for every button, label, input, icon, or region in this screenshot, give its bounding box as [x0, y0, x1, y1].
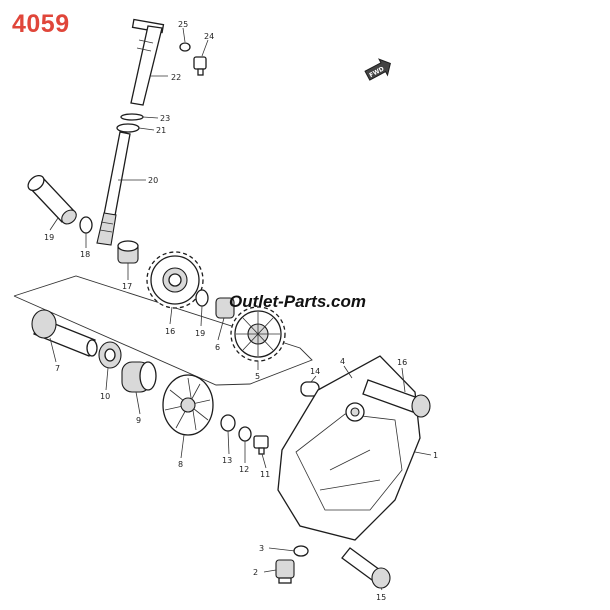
bolt-15: [341, 547, 391, 589]
circlip-24: [120, 113, 144, 121]
nut-6: [215, 297, 235, 319]
watermark-text: Outlet-Parts.com: [229, 292, 366, 311]
callout-3: 3: [259, 544, 264, 553]
callout-14: 14: [310, 367, 320, 376]
pump-shaft-lower: [96, 131, 131, 246]
callout-10: 10: [100, 392, 110, 401]
callout-8: 8: [178, 460, 183, 469]
callout-18: 17: [122, 282, 132, 291]
callout-15: 15: [376, 593, 386, 602]
callout-6: 6: [215, 343, 220, 352]
callout-26: 25: [178, 20, 188, 29]
washer-26: [179, 42, 191, 52]
callout-24: 23: [160, 114, 170, 123]
washer-13: [220, 414, 236, 432]
callout-11: 11: [260, 470, 270, 479]
callout-7: 7: [55, 364, 60, 373]
callout-12: 12: [239, 465, 249, 474]
bolt-16: [362, 379, 431, 418]
callout-23: 22: [171, 73, 181, 82]
forward-arrow-icon: FWD: [364, 58, 391, 81]
fwd-label: FWD: [368, 66, 385, 80]
assembly-guide-frame: [13, 275, 313, 386]
impeller-8: [162, 374, 214, 436]
bolt-11: [253, 435, 269, 455]
diagram-reference-number: 4059: [12, 10, 70, 38]
callout-21: 20: [148, 176, 158, 185]
bearing-10: [98, 341, 122, 369]
bushing-20: [27, 174, 77, 225]
gear-5: [230, 306, 286, 362]
callout-13: 13: [222, 456, 232, 465]
washer-12: [238, 426, 252, 442]
washer-19a: [79, 216, 93, 234]
pump-shaft-upper: [130, 18, 165, 106]
callout-5: 5: [255, 372, 260, 381]
callout-labels: 25 24 22 23 21 20 19 18 17 16 19 6 5 7 1…: [44, 20, 438, 602]
callout-22: 21: [156, 126, 166, 135]
drain-plug-2: [275, 559, 295, 584]
callout-1: 1: [433, 451, 438, 460]
callout-16: 16: [397, 358, 407, 367]
callout-4: 4: [340, 357, 345, 366]
callout-20: 19: [44, 233, 54, 242]
washer-3: [293, 545, 309, 557]
pump-cover-1: [277, 355, 421, 541]
callout-19: 18: [80, 250, 90, 259]
bolt-25: [193, 56, 207, 76]
seal-22: [116, 123, 140, 133]
callout-25: 24: [204, 32, 214, 41]
callout-9: 9: [136, 416, 141, 425]
callout-17: 16: [165, 327, 175, 336]
gear-17: [146, 251, 204, 309]
callout-2: 2: [253, 568, 258, 577]
leader-lines: [49, 27, 432, 591]
nut-18: [117, 240, 139, 264]
callout-19b: 19: [195, 329, 205, 338]
seal-9: [121, 361, 157, 393]
washer-19b: [195, 289, 209, 307]
impeller-shaft-7: [31, 309, 98, 357]
